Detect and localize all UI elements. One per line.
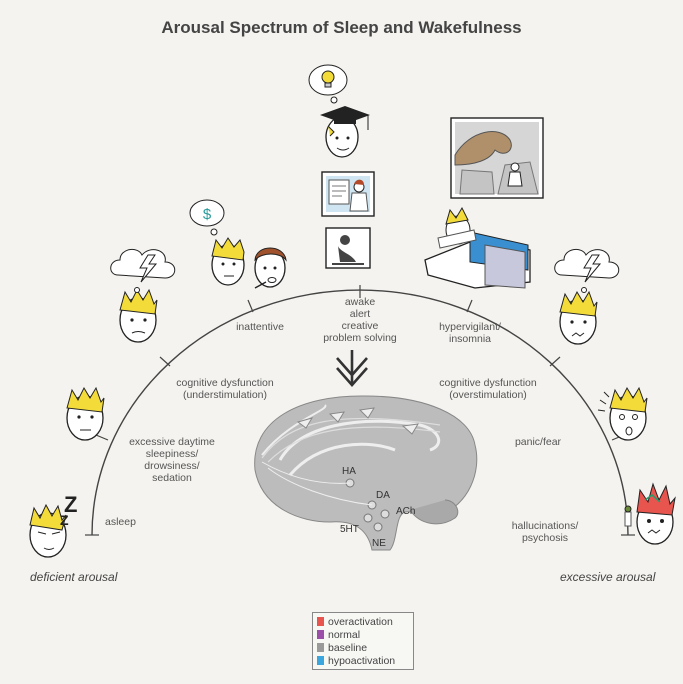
storm-cloud-icon xyxy=(110,248,176,293)
tick-inattentive xyxy=(247,299,254,313)
tick-overstim xyxy=(549,356,561,367)
insomnia-bed-icon xyxy=(424,206,531,289)
label-panic-fear: panic/fear xyxy=(514,436,562,448)
label-cognitive-over: cognitive dysfunction (overstimulation) xyxy=(439,377,537,401)
nightmare-picture-icon xyxy=(450,117,544,199)
presentation-picture-icon xyxy=(321,171,375,217)
legend-swatch-overactivation xyxy=(317,617,324,626)
ne-nucleus xyxy=(373,522,383,532)
ach-nucleus xyxy=(380,509,390,519)
label-excessive-daytime: excessive daytime sleepiness/ drowsiness… xyxy=(129,436,215,484)
legend: overactivation normal baseline hypoactiv… xyxy=(312,612,414,670)
legend-swatch-normal xyxy=(317,630,324,639)
label-deficient-arousal: deficient arousal xyxy=(30,570,118,584)
label-asleep: asleep xyxy=(105,516,136,528)
legend-item-baseline: baseline xyxy=(317,641,409,654)
sleeping-face-icon xyxy=(29,503,67,558)
dollar-sign: $ xyxy=(203,206,212,223)
label-cognitive-under: cognitive dysfunction (understimulation) xyxy=(176,377,274,401)
confused-face-icon xyxy=(119,288,158,343)
brain-label-da: DA xyxy=(376,490,390,501)
graduate-face-icon xyxy=(320,106,370,158)
legend-item-normal: normal xyxy=(317,628,409,641)
sleep-z-small: Z xyxy=(60,512,69,528)
stressed-face-icon xyxy=(559,290,598,345)
brain-illustration xyxy=(254,395,478,551)
label-awake: awake alert creative problem solving xyxy=(323,296,397,344)
legend-swatch-baseline xyxy=(317,643,324,652)
double-chevron-down-icon xyxy=(336,350,368,387)
money-thought-icon: $ xyxy=(189,199,225,236)
legend-item-hypoactivation: hypoactivation xyxy=(317,654,409,667)
brain-label-5ht: 5HT xyxy=(340,524,359,535)
legend-swatch-hypoactivation xyxy=(317,656,324,665)
5ht-nucleus xyxy=(363,513,373,523)
label-inattentive: inattentive xyxy=(236,321,284,333)
brain-label-ach: ACh xyxy=(396,506,416,517)
tick-hyper xyxy=(466,299,473,313)
tick-excessive-daytime xyxy=(95,434,109,441)
drowsy-face-icon xyxy=(66,386,105,441)
inattentive-faces-icon xyxy=(211,237,287,289)
brain-label-ha: HA xyxy=(342,466,356,477)
sleep-z-large: Z xyxy=(64,492,78,517)
brain-label-ne: NE xyxy=(372,538,386,549)
tick-understim xyxy=(159,356,171,367)
label-hallucinations: hallucinations/ psychosis xyxy=(511,520,579,544)
psychosis-face-icon xyxy=(624,482,676,545)
panic-face-icon xyxy=(597,386,648,441)
thinker-statue-icon xyxy=(325,227,371,269)
storm-cloud-right-icon xyxy=(554,248,620,293)
diagram-title: Arousal Spectrum of Sleep and Wakefulnes… xyxy=(161,18,522,37)
label-hypervigilant: hypervigilant/ insomnia xyxy=(439,321,501,345)
legend-item-overactivation: overactivation xyxy=(317,615,409,628)
lightbulb-thought-icon xyxy=(308,64,348,104)
label-excessive-arousal: excessive arousal xyxy=(560,570,656,584)
